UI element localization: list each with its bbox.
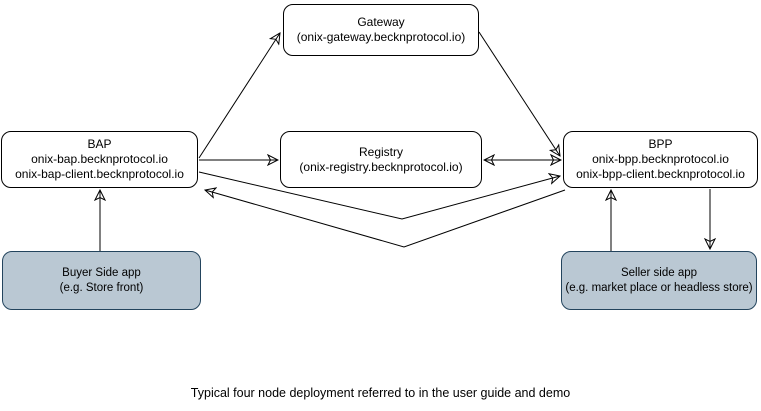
bap-domain: onix-bap.becknprotocol.io xyxy=(31,152,168,166)
registry-domain: (onix-registry.becknprotocol.io) xyxy=(299,159,463,174)
node-gateway: Gateway (onix-gateway.becknprotocol.io) xyxy=(283,4,479,56)
edge-bpp-to-bap-bent xyxy=(205,190,566,248)
gateway-domain: (onix-gateway.becknprotocol.io) xyxy=(296,30,466,44)
node-registry: Registry (onix-registry.becknprotocol.io… xyxy=(280,131,482,188)
gateway-title: Gateway xyxy=(357,15,405,29)
bap-title: BAP xyxy=(87,137,112,151)
edge-bap-to-gateway xyxy=(198,33,280,159)
buyer-app-title: Buyer Side app xyxy=(62,266,141,279)
node-bpp: BPP onix-bpp.becknprotocol.io onix-bpp-c… xyxy=(563,131,758,188)
registry-title: Registry xyxy=(358,144,403,159)
seller-app-subtitle: (e.g. market place or headless store) xyxy=(565,281,753,294)
bap-client-domain: onix-bap-client.becknprotocol.io xyxy=(15,167,184,181)
node-buyer-side-app: Buyer Side app (e.g. Store front) xyxy=(2,251,201,310)
node-bap: BAP onix-bap.becknprotocol.io onix-bap-c… xyxy=(1,131,198,188)
bpp-domain: onix-bpp.becknprotocol.io xyxy=(592,152,729,166)
edge-bap-to-bpp-bent xyxy=(198,171,560,220)
diagram-caption: Typical four node deployment referred to… xyxy=(190,386,571,400)
seller-app-title: Seller side app xyxy=(620,266,698,279)
bpp-client-domain: onix-bpp-client.becknprotocol.io xyxy=(576,167,745,181)
buyer-app-subtitle: (e.g. Store front) xyxy=(59,281,144,294)
bpp-title: BPP xyxy=(648,137,673,151)
edge-gateway-to-bpp xyxy=(478,31,560,156)
node-seller-side-app: Seller side app (e.g. market place or he… xyxy=(561,251,757,310)
